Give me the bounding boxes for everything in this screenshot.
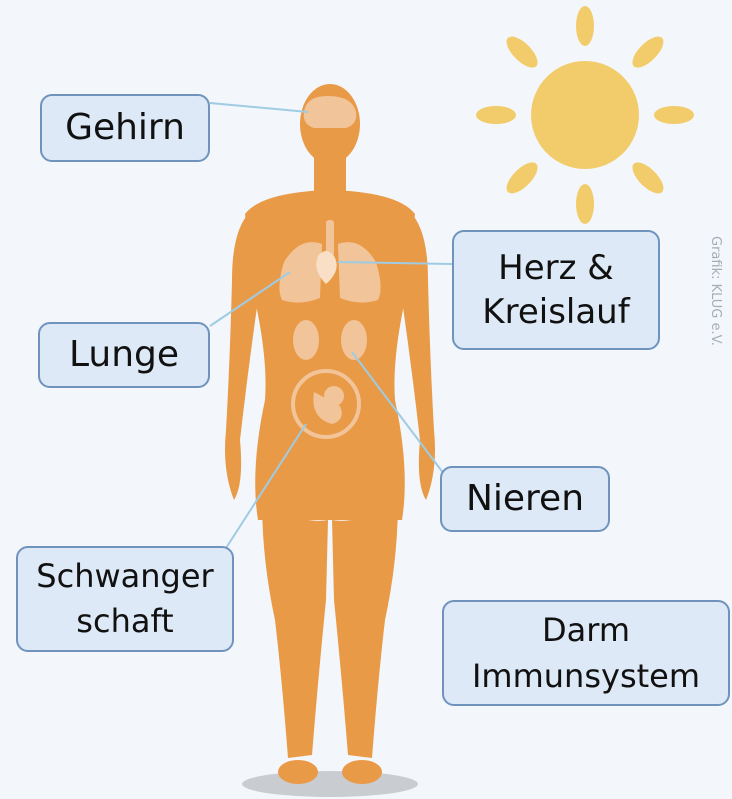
floor-shadow xyxy=(242,771,418,797)
label-herz-line1: Herz & xyxy=(498,246,614,290)
label-darm-immunsystem: Darm Immunsystem xyxy=(442,600,730,706)
label-nieren: Nieren xyxy=(440,466,610,532)
label-nieren-text: Nieren xyxy=(466,477,584,520)
label-darm-line2: Immunsystem xyxy=(472,653,700,699)
label-gehirn: Gehirn xyxy=(40,94,210,162)
label-schwangerschaft: Schwanger schaft xyxy=(16,546,234,652)
image-credit: Grafik: KLUG e.V. xyxy=(708,236,723,346)
label-schwanger-line1: Schwanger xyxy=(36,554,213,599)
human-body-silhouette xyxy=(225,84,435,784)
label-lunge-text: Lunge xyxy=(69,333,179,376)
label-lunge: Lunge xyxy=(38,322,210,388)
sun-icon xyxy=(476,6,694,224)
label-darm-line1: Darm xyxy=(542,607,630,653)
label-herz-line2: Kreislauf xyxy=(482,290,629,334)
label-gehirn-text: Gehirn xyxy=(65,106,185,149)
label-schwanger-line2: schaft xyxy=(76,599,173,644)
label-herz-kreislauf: Herz & Kreislauf xyxy=(452,230,660,350)
